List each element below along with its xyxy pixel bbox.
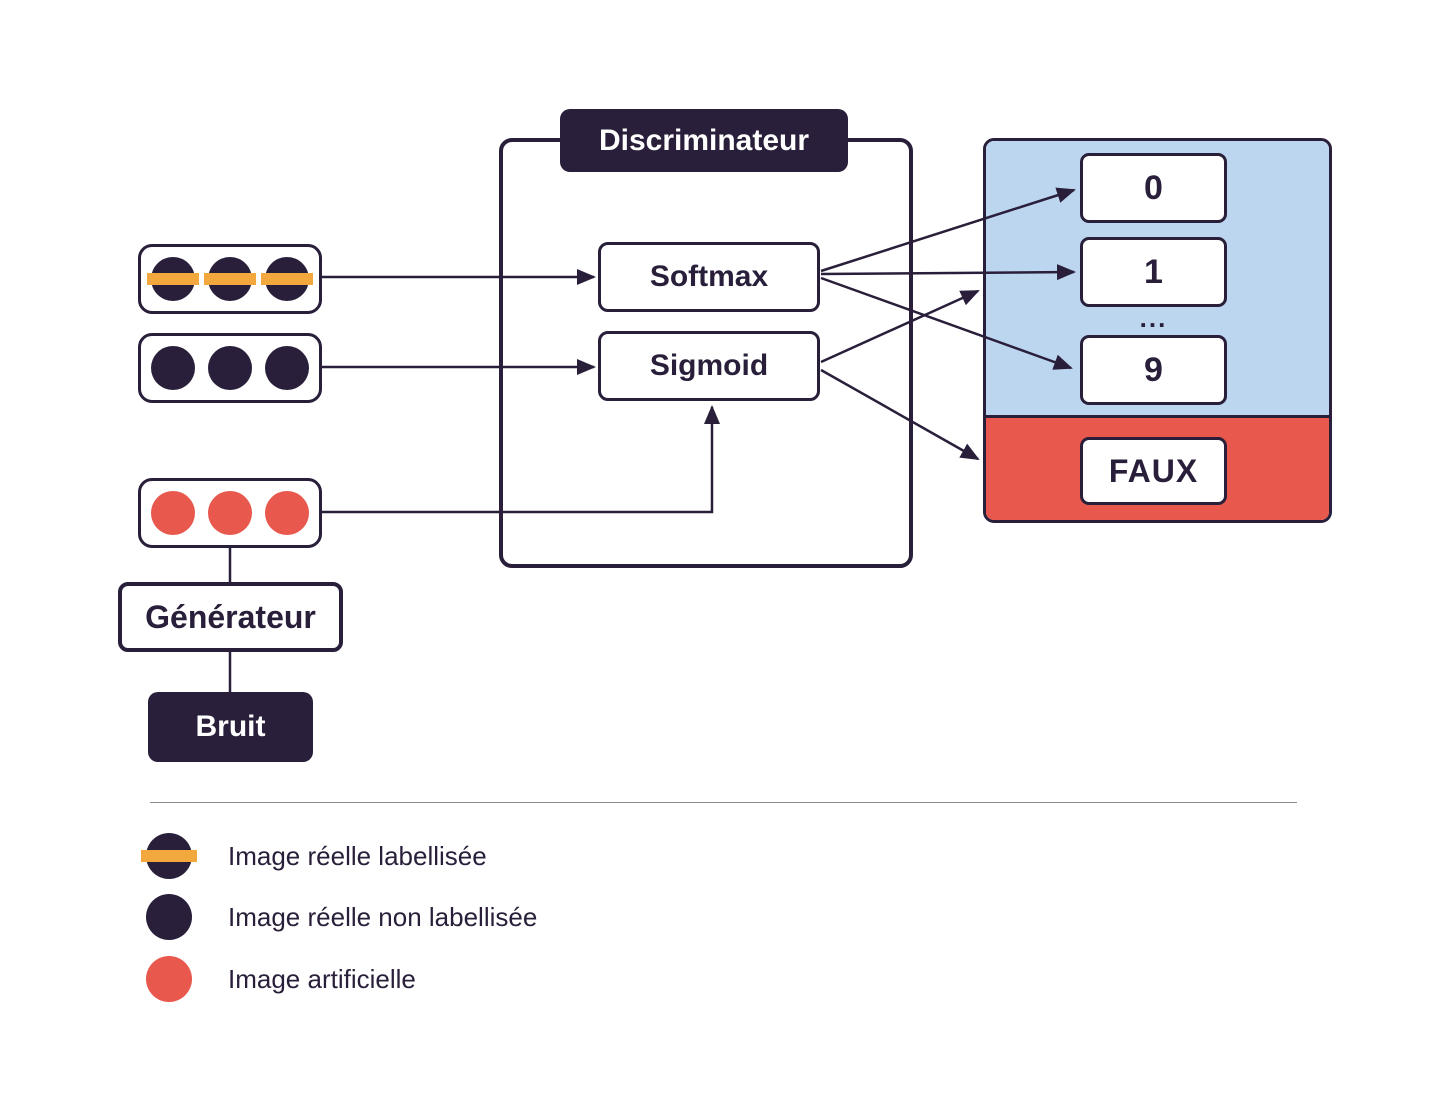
labeled-real-legend-dot [141, 833, 197, 879]
legend-item-labeled-real: Image réelle labellisée [141, 833, 487, 879]
discriminator-label: Discriminateur [560, 109, 848, 172]
labeled-real-image-dot [204, 257, 256, 301]
legend-label: Image réelle non labellisée [228, 901, 538, 932]
label-stripe [147, 273, 199, 285]
generator-node: Générateur [118, 582, 343, 652]
labeled-real-image-dot [261, 257, 313, 301]
legend-label: Image artificielle [228, 963, 416, 994]
label-stripe [141, 850, 197, 862]
legend-divider [150, 802, 1297, 803]
unlabeled-real-image-dot [151, 346, 195, 390]
labeled-real-image-dot [147, 257, 199, 301]
unlabeled-real-image-dot [265, 346, 309, 390]
legend-label: Image réelle labellisée [228, 840, 487, 871]
artificial-image-dot [151, 491, 195, 535]
noise-node: Bruit [148, 692, 313, 762]
legend-item-artificial: Image artificielle [146, 956, 416, 1002]
input-labeled-real-images [138, 244, 322, 314]
artificial-image-dot [265, 491, 309, 535]
softmax-node: Softmax [598, 242, 820, 312]
input-artificial-images [138, 478, 322, 548]
unlabeled-real-legend-dot [146, 894, 192, 940]
class-box-0: 0 [1080, 153, 1227, 223]
legend-item-unlabeled-real: Image réelle non labellisée [146, 894, 537, 940]
label-stripe [261, 273, 313, 285]
artificial-image-dot [208, 491, 252, 535]
sigmoid-node: Sigmoid [598, 331, 820, 401]
class-box-9: 9 [1080, 335, 1227, 405]
artificial-legend-dot [146, 956, 192, 1002]
fake-class-box: FAUX [1080, 437, 1227, 505]
label-stripe [204, 273, 256, 285]
class-box-1: 1 [1080, 237, 1227, 307]
input-unlabeled-real-images [138, 333, 322, 403]
class-ellipsis: ... [1139, 302, 1168, 333]
unlabeled-real-image-dot [208, 346, 252, 390]
